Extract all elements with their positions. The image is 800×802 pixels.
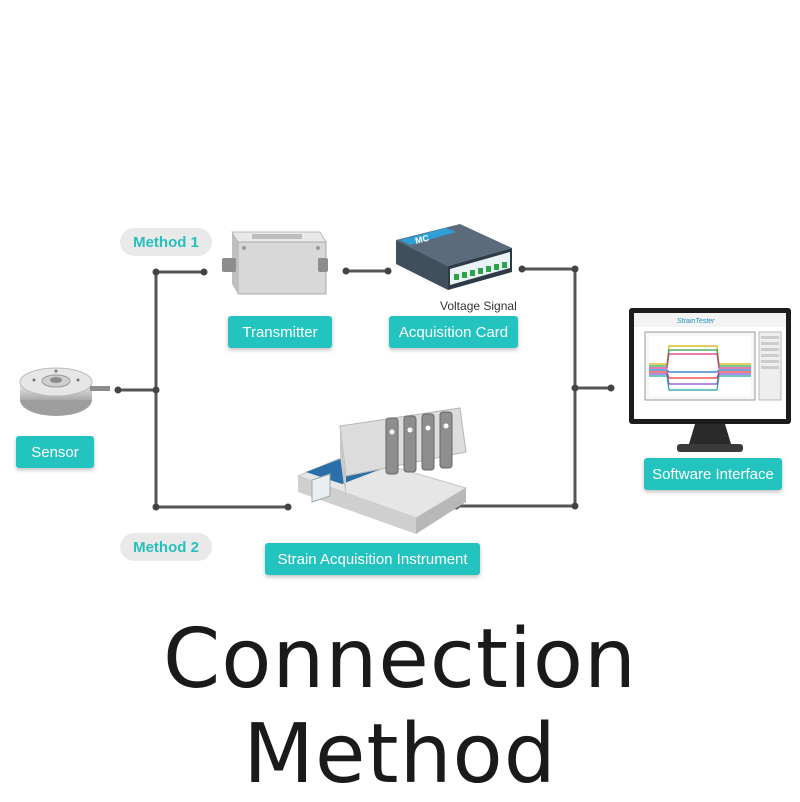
sensor-label: Sensor bbox=[16, 436, 94, 468]
voltage-signal-text: Voltage Signal bbox=[440, 299, 517, 313]
strain-instrument-image bbox=[296, 407, 468, 534]
daq-card-image: MC bbox=[396, 224, 512, 290]
method-1-pill: Method 1 bbox=[120, 228, 212, 256]
acquisition-card-label: Acquisition Card bbox=[389, 316, 518, 348]
transmitter-label: Transmitter bbox=[228, 316, 332, 348]
method-2-pill: Method 2 bbox=[120, 533, 212, 561]
monitor-image: StrainTester bbox=[629, 308, 791, 452]
load-cell-sensor-image bbox=[19, 367, 110, 416]
svg-text:StrainTester: StrainTester bbox=[677, 318, 715, 325]
strain-instrument-label: Strain Acquisition Instrument bbox=[265, 543, 480, 575]
page-title: Connection Method bbox=[163, 612, 637, 802]
transmitter-box-image bbox=[222, 231, 328, 295]
software-interface-label: Software Interface bbox=[644, 458, 782, 490]
svg-text:MC: MC bbox=[414, 233, 430, 246]
